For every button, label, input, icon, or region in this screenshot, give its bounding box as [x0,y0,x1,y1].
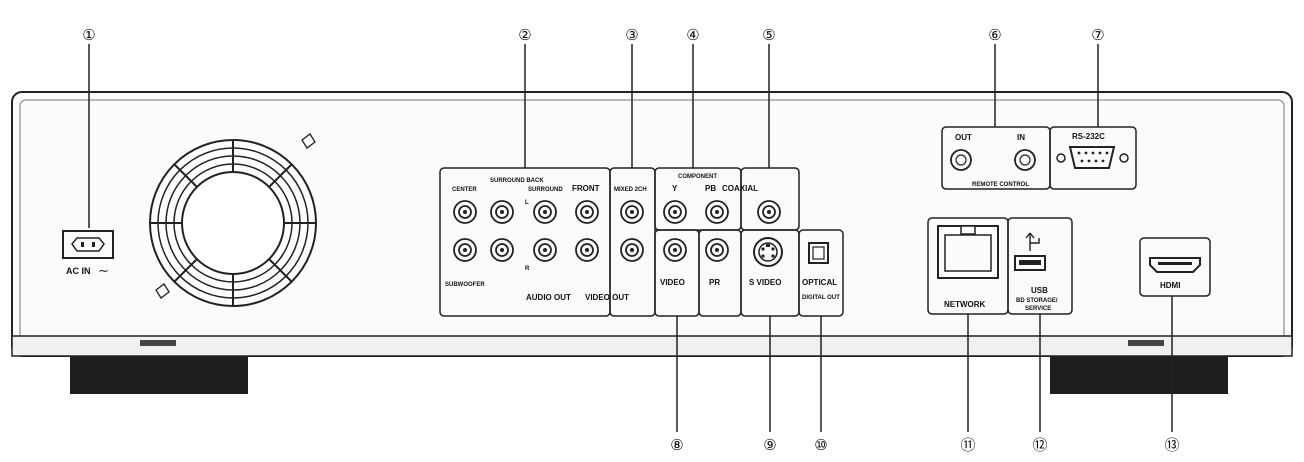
callout-3: ③ [625,27,638,44]
callout-8: ⑧ [670,437,683,454]
remote-out-jack[interactable] [950,149,972,171]
usb-label: USB [1031,286,1048,295]
y-label: Y [672,184,678,193]
surround-back-label: SURROUND BACK [490,178,544,184]
coaxial-label: COAXIAL [722,184,758,193]
callout-2: ② [518,27,531,44]
callout-4: ④ [686,27,699,44]
audio-out-label: AUDIO OUT [526,293,571,302]
network-port[interactable] [937,225,999,279]
subwoofer-label: SUBWOOFER [445,282,485,288]
video-label: VIDEO [660,278,685,287]
usb-port[interactable] [1014,232,1046,271]
ac-in-label: AC IN [66,266,91,276]
hdmi-box [1139,237,1211,297]
video-out-label: VIDEO OUT [585,293,629,302]
cooling-fan [149,133,317,307]
callout-1: ① [82,27,95,44]
rs232c-box [1049,126,1137,190]
service-label: SERVICE [1025,306,1051,312]
callout-11: ⑪ [960,437,975,454]
optical-label: OPTICAL [802,278,837,287]
callout-13: ⑬ [1164,437,1179,454]
front-label: FRONT [572,184,600,193]
left-foot [70,352,248,394]
bd-storage-label: BD STORAGE/ [1016,298,1058,304]
callout-9: ⑨ [763,437,776,454]
hdmi-port[interactable] [1149,257,1201,273]
remote-in-label: IN [1017,133,1025,142]
pr-label: PR [709,278,720,287]
optical-jack[interactable] [808,242,829,264]
digital-out-label: DIGITAL OUT [802,295,840,301]
s-video-jack[interactable] [753,237,783,267]
rs232c-port[interactable] [1056,146,1129,169]
ac-inlet[interactable] [62,230,114,259]
callout-6: ⑥ [988,27,1001,44]
channel-l-label: L [525,200,529,206]
callout-leaders [88,44,1173,432]
callout-7: ⑦ [1091,27,1104,44]
remote-control-label: REMOTE CONTROL [972,182,1029,188]
component-label: COMPONENT [678,174,717,180]
s-video-label: S VIDEO [749,278,781,287]
rs232c-label: RS-232C [1072,132,1105,141]
rca-jack-row-top[interactable] [453,200,781,224]
rca-jack-row-bottom[interactable] [453,238,729,262]
network-label: NETWORK [944,300,986,309]
surround-label: SURROUND [528,187,563,193]
callout-5: ⑤ [762,27,775,44]
callout-10: ⑩ [814,437,827,454]
remote-in-jack[interactable] [1014,149,1036,171]
ac-symbol: ∼ [98,263,109,278]
hdmi-label: HDMI [1160,281,1180,290]
chassis [11,91,1293,357]
mixed-2ch-label: MIXED 2CH [614,187,647,193]
remote-out-label: OUT [955,133,972,142]
av-output-boxes [439,167,844,317]
center-label: CENTER [452,187,477,193]
callout-12: ⑫ [1032,437,1047,454]
channel-r-label: R [525,266,530,272]
pb-label: PB [705,184,716,193]
right-foot [1050,352,1228,394]
